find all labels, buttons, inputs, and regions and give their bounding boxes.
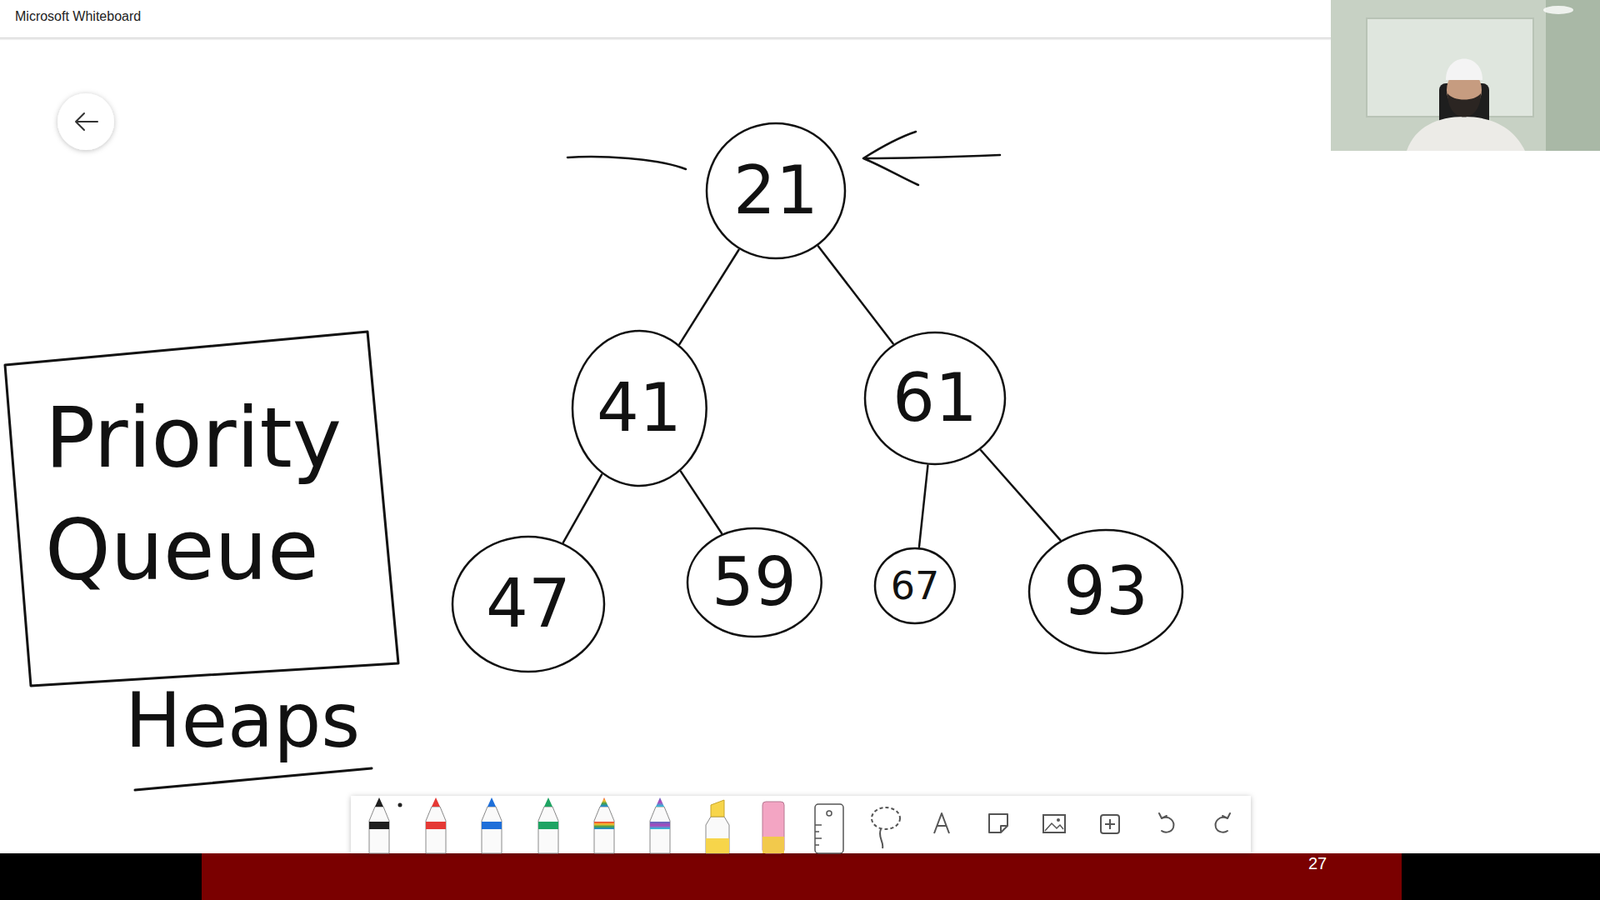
- redo-icon: [1215, 813, 1230, 833]
- node-value: 41: [596, 375, 682, 442]
- back-button: [57, 93, 115, 150]
- ruler-tool: [815, 804, 844, 854]
- pen-tool: [425, 797, 446, 854]
- node-value: 59: [711, 549, 797, 616]
- tree-edge: [980, 450, 1060, 540]
- webcam-background: [1330, 0, 1600, 151]
- underline-stroke: [135, 768, 372, 790]
- node-value: 21: [733, 157, 819, 225]
- slide-band: [201, 853, 1402, 900]
- image-icon: [1043, 815, 1065, 833]
- bottom-bar: [0, 853, 1600, 900]
- node-value: 47: [485, 570, 571, 638]
- toolbar-panel: [350, 795, 1251, 854]
- pointer-line: [567, 156, 686, 170]
- pointer-arrow: [863, 131, 1000, 185]
- webcam-window: [1545, 0, 1600, 151]
- circle-border: [452, 536, 605, 672]
- box-border: [5, 331, 399, 686]
- eraser-tool: [762, 801, 785, 854]
- heap-node: 41: [570, 329, 709, 488]
- pen-tool: [481, 797, 502, 854]
- heap-node: 61: [863, 330, 1007, 466]
- back-button-circle: [57, 93, 115, 150]
- selected-dot: [398, 803, 403, 808]
- webcam-board: [1366, 18, 1534, 117]
- title-text: Priority Queue: [45, 381, 365, 607]
- rainbow-pen: [594, 797, 615, 854]
- node-value: 67: [890, 566, 940, 605]
- circle-border: [875, 548, 955, 624]
- lasso-tool: [871, 807, 900, 849]
- heap-node: 59: [685, 526, 824, 639]
- tree-edge: [919, 465, 928, 548]
- page-number: 27: [1308, 855, 1327, 872]
- pen-tool: [369, 797, 390, 854]
- insert-icon: [1100, 815, 1120, 834]
- heap-node: 21: [705, 121, 847, 260]
- heap-node: 93: [1027, 528, 1185, 655]
- back-arrow: [75, 113, 98, 130]
- circle-border: [1029, 530, 1183, 654]
- tree-edge: [680, 471, 722, 534]
- node-value: 93: [1063, 558, 1149, 625]
- webcam-light: [1543, 5, 1574, 15]
- undo-icon: [1159, 813, 1174, 833]
- tree-edge: [679, 250, 739, 345]
- heading-label: Heaps: [125, 683, 360, 759]
- circle-border: [572, 330, 707, 486]
- tree-edge: [563, 475, 602, 543]
- sticky-note-icon: [989, 814, 1008, 833]
- node-value: 61: [892, 365, 978, 432]
- window-title: Microsoft Whiteboard: [15, 10, 141, 24]
- tree-edge: [818, 245, 894, 344]
- webcam-person-body: [1406, 116, 1525, 151]
- circle-border: [687, 528, 822, 637]
- highlighter-tool: [705, 800, 730, 854]
- heap-node: 67: [873, 546, 957, 625]
- note-box: Priority Queue: [5, 331, 399, 686]
- webcam-person-beard: [1447, 93, 1481, 118]
- text-tool-icon: [934, 813, 950, 834]
- heap-node: 47: [450, 535, 606, 674]
- webcam-video: [1330, 0, 1600, 151]
- circle-border: [865, 332, 1005, 465]
- galaxy-pen: [650, 797, 670, 854]
- webcam-person-cap: [1445, 59, 1483, 81]
- circle-border: [706, 123, 845, 259]
- pen-tool: [538, 797, 559, 854]
- toolbar: [350, 795, 1251, 854]
